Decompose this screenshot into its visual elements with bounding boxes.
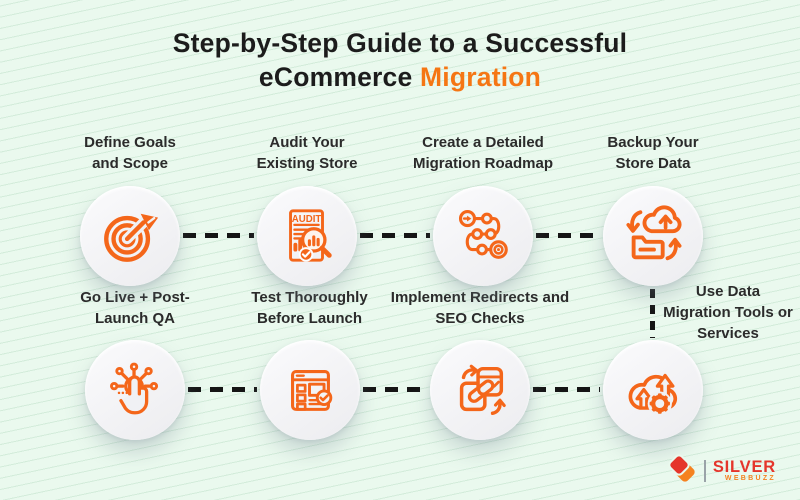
- brand-name: SILVER: [712, 457, 776, 476]
- connector-dash: [183, 233, 254, 238]
- page-title: Step-by-Step Guide to a Successful eComm…: [0, 26, 800, 94]
- connector-dash: [363, 387, 427, 392]
- step-label-audit-store: Audit Your Existing Store: [256, 134, 358, 172]
- step-circle-migration-tools: [603, 340, 703, 440]
- browser-checklist-icon: [291, 370, 333, 411]
- brand-logo: SILVER WEBBUZZ: [667, 454, 776, 488]
- step-circle-backup-data: [603, 186, 703, 286]
- title-line2-prefix: eCommerce: [258, 62, 413, 92]
- step-circle-go-live: [85, 340, 185, 440]
- connector-dash-vertical: [650, 289, 655, 338]
- step-circle-define-goals: [80, 186, 180, 286]
- connector-dash: [360, 233, 430, 238]
- step-circle-audit-store: AUDIT: [257, 186, 357, 286]
- step-label-redirects-seo: Implement Redirects and SEO Checks: [390, 289, 570, 327]
- step-label-migration-tools: Use Data Migration Tools or Services: [663, 283, 793, 342]
- roadmap-path-icon: [458, 210, 508, 259]
- brand-text: SILVER WEBBUZZ: [712, 457, 776, 483]
- title-line1: Step-by-Step Guide to a Successful: [172, 28, 628, 58]
- brand-separator: [703, 460, 706, 482]
- cloud-migration-gear-icon: [628, 373, 678, 416]
- step-label-define-goals: Define Goals and Scope: [84, 134, 176, 172]
- audit-icon-text: AUDIT: [292, 214, 322, 225]
- connector-dash: [536, 233, 600, 238]
- connector-dash: [533, 387, 600, 392]
- connector-dash: [188, 387, 257, 392]
- redirect-chain-link-icon: [459, 364, 506, 415]
- brand-subname: WEBBUZZ: [724, 474, 776, 482]
- step-circle-migration-roadmap: [433, 186, 533, 286]
- cloud-upload-folder-sync-icon: [626, 205, 682, 261]
- step-circle-test-thoroughly: [260, 340, 360, 440]
- silverwebbuzz-logo-mark: [668, 454, 695, 482]
- step-label-backup-data: Backup Your Store Data: [607, 134, 699, 172]
- target-dart-icon: [104, 213, 159, 262]
- title-line2: eCommerce Migration: [0, 60, 800, 94]
- step-circle-redirects-seo: [430, 340, 530, 440]
- step-label-go-live: Go Live + Post-Launch QA: [80, 289, 190, 327]
- audit-report-magnifier-icon: AUDIT: [289, 209, 332, 262]
- step-label-test-thoroughly: Test Thoroughly Before Launch: [251, 289, 368, 327]
- title-highlight-word: Migration: [420, 62, 542, 92]
- click-hand-network-icon: [110, 362, 159, 415]
- step-label-migration-roadmap: Create a Detailed Migration Roadmap: [412, 134, 553, 172]
